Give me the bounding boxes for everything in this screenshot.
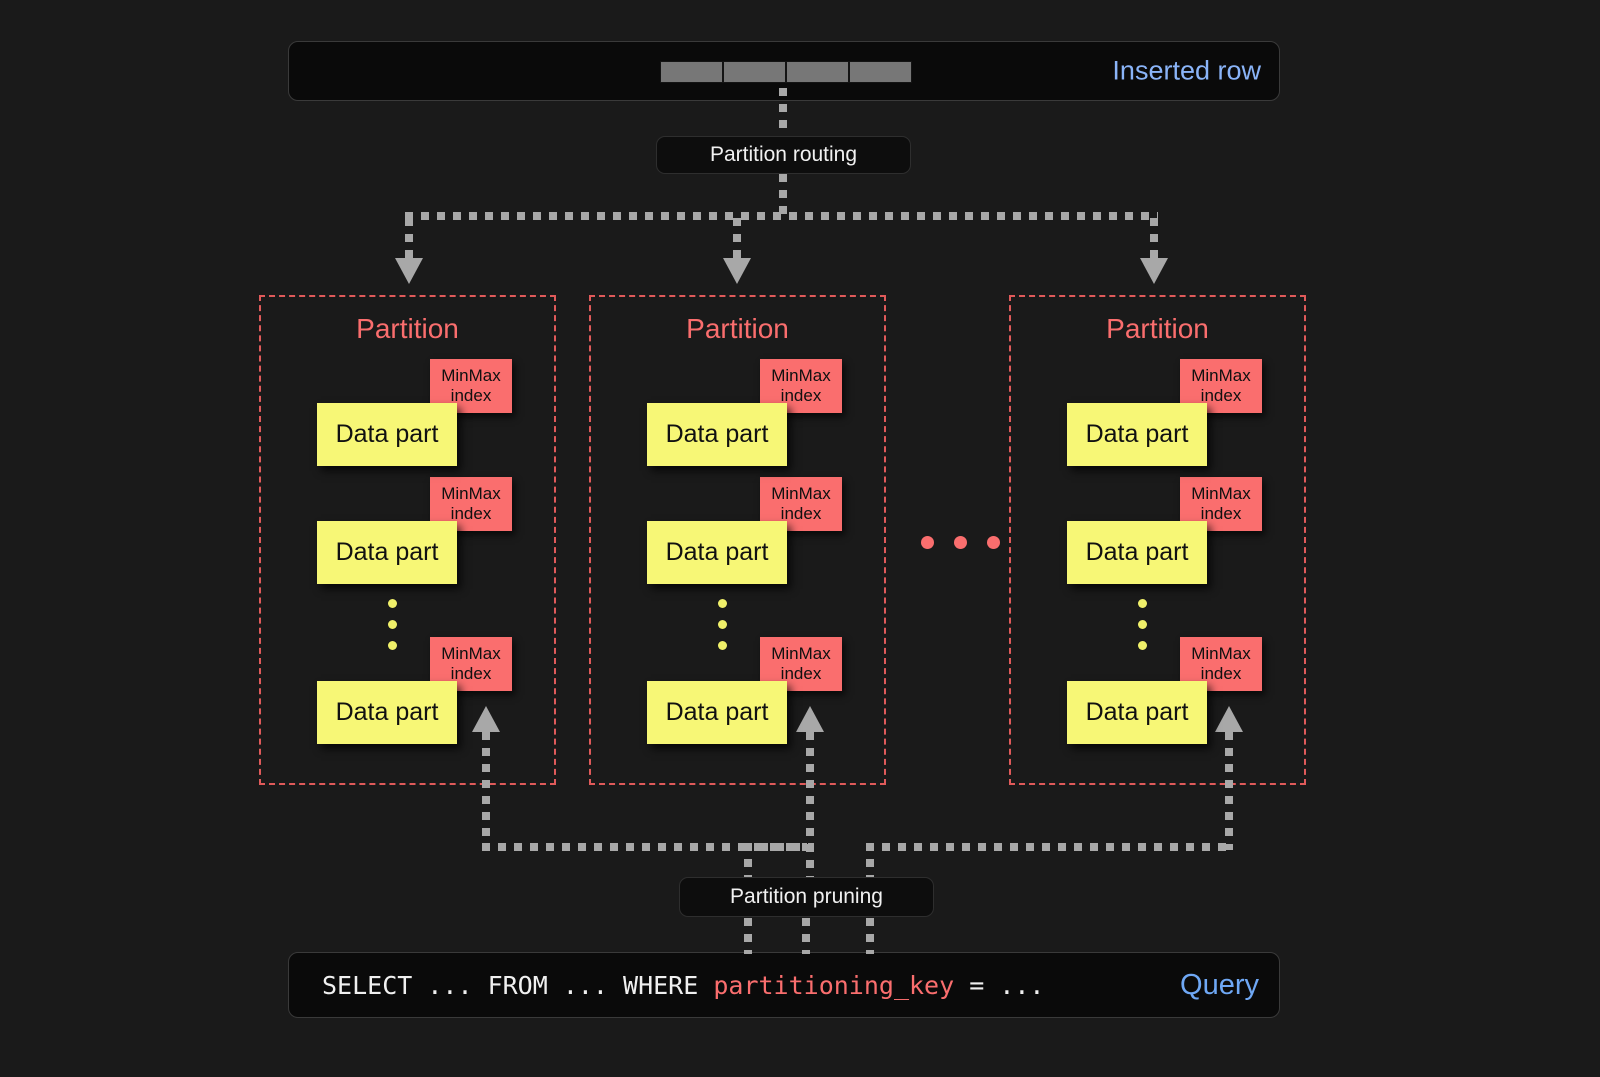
connector-row-to-routing [779,88,787,144]
connector-pruning-to-query-right [866,918,874,954]
query-prefix: SELECT ... FROM ... WHERE [322,970,714,1000]
connector-bus-to-partition-2 [1150,218,1158,262]
inserted-row-cells [660,61,912,83]
partition-title: Partition [356,313,459,344]
connector-partition-1-down [806,732,814,880]
partition-routing-label: Partition routing [709,143,858,166]
arrow-from-partition-2 [1215,706,1243,732]
data-part-box: Data part [317,403,457,466]
ellipsis-dot [387,641,397,650]
data-part-box: Data part [1067,521,1207,584]
arrow-into-partition-0 [395,258,423,284]
connector-left-merge-span [744,843,814,851]
data-parts-ellipsis [386,599,398,650]
ellipsis-dot [1137,641,1147,650]
connector-left-merge [482,843,807,851]
ellipsis-dot [921,536,934,549]
ellipsis-dot [717,620,727,629]
data-part-label: Data part [665,538,769,566]
ellipsis-dot [954,536,967,549]
connector-distribution-bus [405,212,1158,220]
data-part-label: Data part [335,538,439,566]
query-label: Query [1180,968,1259,1001]
connector-partition-0-down [482,732,490,850]
connector-bus-to-partition-0 [405,218,413,262]
data-part-box: Data part [1067,681,1207,744]
row-cell [786,61,849,83]
data-parts-ellipsis [716,599,728,650]
ellipsis-dot [717,641,727,650]
data-part-box: Data part [647,403,787,466]
query-suffix: = ... [954,970,1045,1000]
connector-pruning-to-query-center [802,918,810,954]
connector-left-merge-down [744,843,752,880]
data-part-label: Data part [335,420,439,448]
connector-right-merge [866,843,1233,851]
connector-right-merge-down [866,843,874,880]
ellipsis-dot [717,599,727,608]
connector-bus-to-partition-1 [733,218,741,262]
arrow-from-partition-0 [472,706,500,732]
partition-title: Partition [686,313,789,344]
data-part-label: Data part [1085,698,1189,726]
connector-routing-to-bus [779,174,787,218]
query-partitioning-key: partitioning_key [713,970,955,1000]
data-part-label: Data part [335,698,439,726]
data-part-box: Data part [317,521,457,584]
partition-pruning-box: Partition pruning [679,877,934,917]
arrow-into-partition-1 [723,258,751,284]
data-part-label: Data part [665,420,769,448]
data-part-box: Data part [647,681,787,744]
data-part-box: Data part [647,521,787,584]
row-cell [849,61,912,83]
ellipsis-dot [1137,620,1147,629]
ellipsis-dot [1137,599,1147,608]
data-part-label: Data part [1085,420,1189,448]
data-part-box: Data part [1067,403,1207,466]
arrow-from-partition-1 [796,706,824,732]
data-parts-ellipsis [1136,599,1148,650]
partitions-ellipsis [921,536,1000,549]
query-banner: SELECT ... FROM ... WHERE partitioning_k… [288,952,1280,1018]
ellipsis-dot [987,536,1000,549]
ellipsis-dot [387,620,397,629]
row-cell [660,61,723,83]
partition-title: Partition [1106,313,1209,344]
inserted-row-label: Inserted row [1112,55,1261,86]
data-part-label: Data part [1085,538,1189,566]
connector-pruning-to-query-left [744,918,752,954]
connector-partition-2-down [1225,732,1233,850]
partition-pruning-label: Partition pruning [730,885,883,908]
data-part-box: Data part [317,681,457,744]
row-cell [723,61,786,83]
query-text: SELECT ... FROM ... WHERE partitioning_k… [322,971,1044,1000]
partition-routing-box: Partition routing [656,136,911,174]
arrow-into-partition-2 [1140,258,1168,284]
data-part-label: Data part [665,698,769,726]
ellipsis-dot [387,599,397,608]
